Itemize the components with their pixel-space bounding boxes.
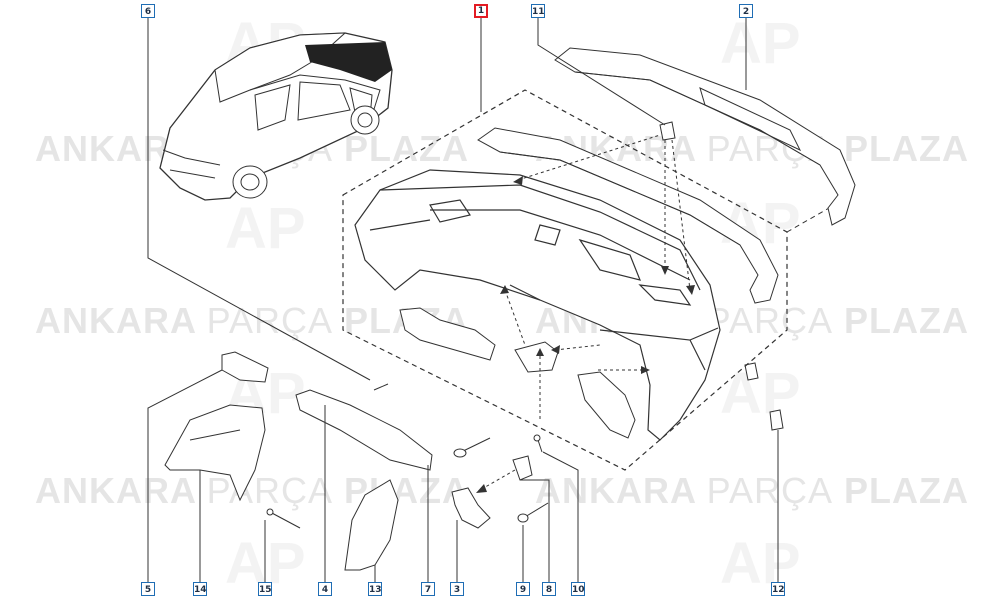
callout-label-11: 11 xyxy=(531,4,545,18)
watermark-logo: AP xyxy=(720,361,801,426)
callout-label-8: 8 xyxy=(542,582,556,596)
callout-label-5: 5 xyxy=(141,582,155,596)
watermark-logo: AP xyxy=(720,531,801,596)
rear-bumper xyxy=(354,169,721,441)
callout-label-14: 14 xyxy=(193,582,207,596)
bumper-trim xyxy=(477,127,779,304)
callout-label-2: 2 xyxy=(739,4,753,18)
callout-label-1: 1 xyxy=(474,4,488,18)
callout-label-12: 12 xyxy=(771,582,785,596)
callout-label-15: 15 xyxy=(258,582,272,596)
callout-label-3: 3 xyxy=(450,582,464,596)
callout-label-13: 13 xyxy=(368,582,382,596)
car-illustration xyxy=(159,32,393,201)
callout-label-7: 7 xyxy=(421,582,435,596)
bumper-spoiler xyxy=(554,47,856,226)
callout-label-4: 4 xyxy=(318,582,332,596)
callout-label-6: 6 xyxy=(141,4,155,18)
watermark-logo: AP xyxy=(225,196,306,261)
callout-label-10: 10 xyxy=(571,582,585,596)
callout-label-9: 9 xyxy=(516,582,530,596)
watermark-logo: AP xyxy=(720,11,801,76)
watermark-text: ANKARA PARÇA PLAZA xyxy=(35,470,470,511)
watermark-text: ANKARA PARÇA PLAZA xyxy=(535,470,970,511)
